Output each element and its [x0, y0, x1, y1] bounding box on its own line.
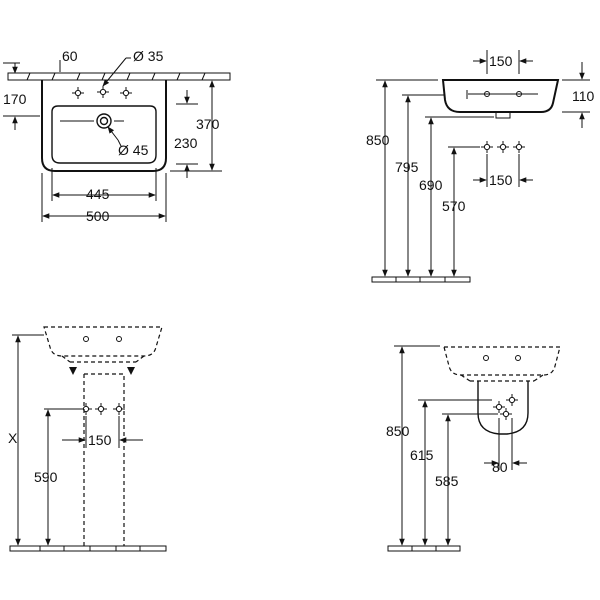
basin-dashed [443, 346, 561, 376]
floor-band [371, 276, 471, 283]
arrow-down-right-icon [127, 367, 135, 375]
pedestal-dashed [83, 373, 125, 546]
basin-bowl [51, 105, 157, 164]
water-connection-right-icon [512, 140, 526, 154]
dim-795: 795 [395, 159, 419, 175]
dim-60: 60 [62, 48, 78, 64]
drain-stub [495, 111, 511, 119]
waste-connection-icon [94, 402, 108, 416]
basin-profile [441, 79, 560, 113]
floor-band [387, 545, 461, 552]
water-connection-right-icon [499, 407, 513, 421]
drain-icon [60, 113, 124, 129]
dim-690: 690 [419, 177, 443, 193]
tap-hole-center-icon [96, 85, 110, 99]
water-connection-left-icon [480, 140, 494, 154]
basin-outline [41, 80, 167, 172]
top-view: 60 Ø 35 170 230 370 Ø 45 445 [3, 48, 231, 224]
basin-dashed [43, 326, 163, 357]
dim-850: 850 [386, 423, 410, 439]
waste-connection-icon [496, 140, 510, 154]
dim-445: 445 [86, 186, 110, 202]
dim-110: 110 [572, 88, 595, 104]
dim-230: 230 [174, 135, 198, 151]
water-connection-left-icon [492, 400, 506, 414]
dim-dia-35: Ø 35 [133, 48, 164, 64]
dim-615: 615 [410, 447, 434, 463]
dim-590: 590 [34, 469, 58, 485]
waste-connection-icon [505, 393, 519, 407]
dim-500: 500 [86, 208, 110, 224]
dim-150-top: 150 [489, 53, 513, 69]
dim-170: 170 [3, 91, 27, 107]
side-view: 150 110 850 795 690 570 150 [366, 50, 595, 283]
tap-hole-right-icon [119, 86, 133, 100]
arrow-down-left-icon [69, 367, 77, 375]
wall-band [7, 72, 231, 81]
tap-hole-left-icon [71, 86, 85, 100]
dim-370: 370 [196, 116, 220, 132]
pedestal-view: X 590 150 [8, 326, 167, 552]
dim-dia-45: Ø 45 [118, 142, 149, 158]
dim-585: 585 [435, 473, 459, 489]
water-connection-right-icon [112, 402, 126, 416]
dim-x: X [8, 430, 18, 446]
dim-150-mid: 150 [489, 172, 513, 188]
semi-pedestal-view: 850 615 585 80 [386, 345, 561, 552]
floor-band [9, 545, 167, 552]
dim-850: 850 [366, 132, 390, 148]
water-connection-left-icon [79, 402, 93, 416]
dim-150: 150 [88, 432, 112, 448]
dim-570: 570 [442, 198, 466, 214]
dim-80: 80 [492, 459, 508, 475]
semi-pedestal [477, 381, 529, 435]
